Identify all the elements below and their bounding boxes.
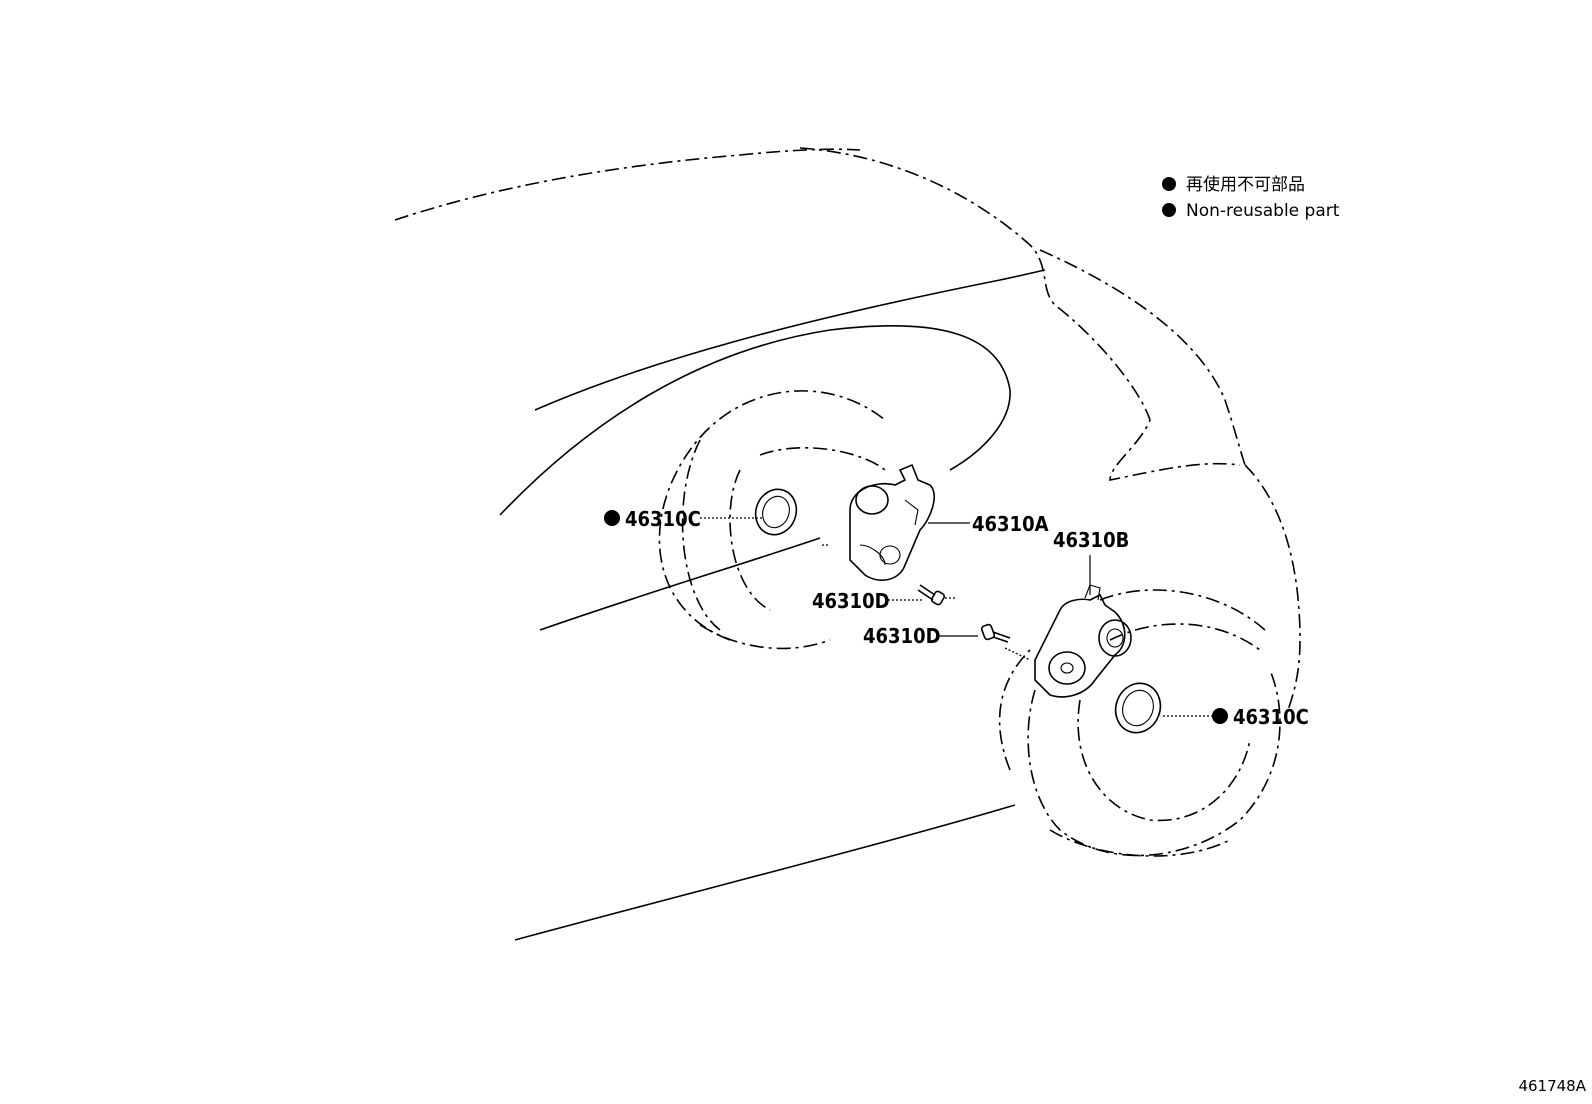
rear-wheel bbox=[998, 589, 1281, 857]
callout-label-46310c-front: 46310C bbox=[625, 507, 701, 531]
callout-label-46310a: 46310A bbox=[972, 512, 1049, 536]
non-reusable-marker-icon bbox=[1212, 708, 1228, 724]
callout-seal-rear[interactable]: 46310C bbox=[1212, 705, 1309, 729]
non-reusable-marker-icon bbox=[604, 510, 620, 526]
vehicle-body-outline bbox=[394, 147, 1301, 941]
legend-label-japanese: 再使用不可部品 bbox=[1186, 174, 1305, 195]
front-wheel bbox=[658, 390, 886, 650]
non-reusable-marker-icon bbox=[1162, 177, 1176, 191]
non-reusable-marker-icon bbox=[1162, 203, 1176, 217]
actuator-b-drawing bbox=[1034, 584, 1132, 698]
callout-actuator-a[interactable]: 46310A bbox=[972, 512, 1049, 536]
callout-label-46310d-lower: 46310D bbox=[863, 624, 941, 648]
bolt-b-drawing bbox=[980, 623, 1011, 643]
callout-label-46310d-upper: 46310D bbox=[812, 589, 890, 613]
bolt-a-drawing bbox=[917, 584, 946, 606]
illustration-id: 461748A bbox=[1518, 1077, 1586, 1095]
callout-seal-front[interactable]: 46310C bbox=[604, 507, 701, 531]
callout-actuator-b[interactable]: 46310B bbox=[1053, 528, 1129, 552]
legend-label-english: Non-reusable part bbox=[1186, 201, 1340, 221]
callout-bolt-b[interactable]: 46310D bbox=[863, 624, 941, 648]
legend: 再使用不可部品 Non-reusable part bbox=[1162, 174, 1340, 221]
callout-label-46310c-rear: 46310C bbox=[1233, 705, 1309, 729]
actuator-a-drawing bbox=[849, 463, 935, 581]
callout-label-46310b: 46310B bbox=[1053, 528, 1129, 552]
callout-bolt-a[interactable]: 46310D bbox=[812, 589, 890, 613]
leader-lines bbox=[700, 517, 1212, 717]
